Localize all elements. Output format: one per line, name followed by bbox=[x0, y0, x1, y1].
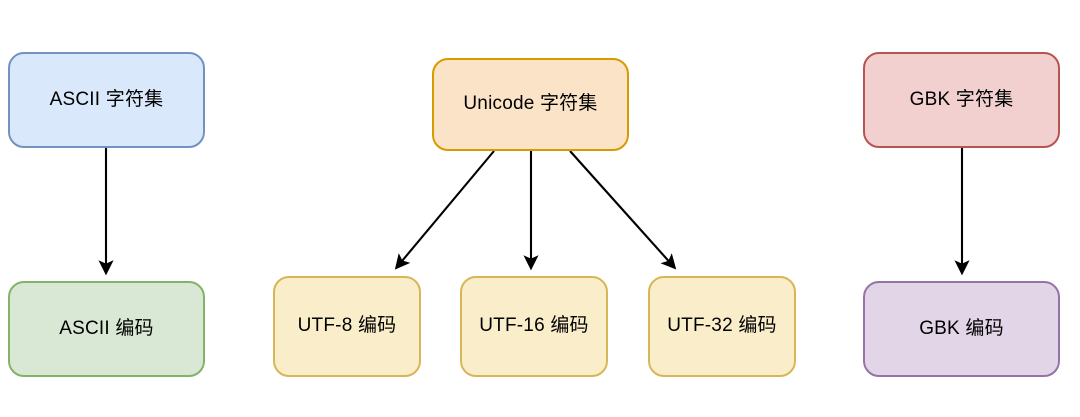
node-unicode-charset-label: Unicode 字符集 bbox=[463, 93, 598, 115]
node-utf32-encoding[interactable]: UTF-32 编码 bbox=[648, 276, 796, 377]
node-ascii-encoding[interactable]: ASCII 编码 bbox=[8, 281, 205, 377]
node-utf16-encoding[interactable]: UTF-16 编码 bbox=[460, 276, 608, 377]
edge-unicode-to-utf8 bbox=[394, 150, 495, 270]
edge-unicode-to-utf32 bbox=[569, 150, 677, 270]
node-gbk-encoding[interactable]: GBK 编码 bbox=[863, 281, 1060, 377]
node-gbk-charset-label: GBK 字符集 bbox=[909, 88, 1014, 110]
node-unicode-charset[interactable]: Unicode 字符集 bbox=[432, 58, 629, 151]
node-utf16-encoding-label: UTF-16 编码 bbox=[479, 315, 589, 337]
node-utf8-encoding[interactable]: UTF-8 编码 bbox=[273, 276, 421, 377]
node-ascii-encoding-label: ASCII 编码 bbox=[59, 317, 154, 339]
node-gbk-encoding-label: GBK 编码 bbox=[919, 317, 1004, 339]
node-utf8-encoding-label: UTF-8 编码 bbox=[297, 315, 397, 337]
node-ascii-charset-label: ASCII 字符集 bbox=[49, 88, 164, 110]
node-gbk-charset[interactable]: GBK 字符集 bbox=[863, 52, 1060, 148]
node-ascii-charset[interactable]: ASCII 字符集 bbox=[8, 52, 205, 148]
node-utf32-encoding-label: UTF-32 编码 bbox=[667, 315, 777, 337]
